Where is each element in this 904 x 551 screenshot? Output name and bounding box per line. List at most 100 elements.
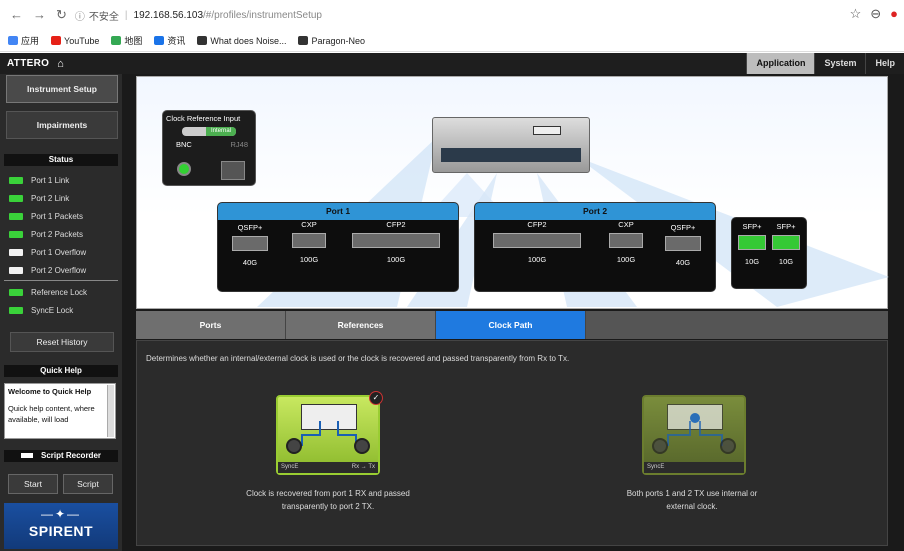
opera-icon[interactable]: ● <box>890 6 898 21</box>
port-connector-icon <box>720 438 736 454</box>
app-brand: ATTERO <box>7 58 50 69</box>
account-icon[interactable]: ⊖ <box>870 6 882 21</box>
security-label: 不安全 <box>88 11 119 23</box>
bnc-label: BNC <box>176 140 192 149</box>
status-item: SyncE Lock <box>4 301 118 319</box>
clock-path-content: Determines whether an internal/external … <box>136 340 888 546</box>
app-header: ATTERO ⌂ Application System Help <box>0 53 904 74</box>
info-icon[interactable]: ⓘ <box>74 11 85 23</box>
sidebar: Instrument Setup Impairments Status Port… <box>0 74 122 551</box>
bookmark-noise[interactable]: What does Noise... <box>197 36 286 46</box>
clock-source-toggle[interactable]: Internal <box>182 127 236 136</box>
bookmark-star-icon[interactable]: ☆ <box>849 6 862 21</box>
reload-icon[interactable]: ↻ <box>56 7 67 22</box>
page-icon <box>197 36 208 45</box>
option-internal-caption: Both ports 1 and 2 TX use internal or ex… <box>626 489 758 511</box>
config-tabs: Ports References Clock Path <box>136 311 888 339</box>
bookmarks-bar: 应用 YouTube 地图 资讯 What does Noise... Para… <box>0 30 904 52</box>
status-list: Port 1 Link Port 2 Link Port 1 Packets P… <box>4 171 118 319</box>
bookmark-news[interactable]: 资讯 <box>154 34 185 47</box>
clock-reference-title: Clock Reference Input <box>166 114 241 123</box>
tab-ports[interactable]: Ports <box>136 311 286 339</box>
status-led-icon <box>9 194 23 202</box>
tab-clock-path[interactable]: Clock Path <box>436 311 586 339</box>
url-host: 192.168.56.103 <box>133 9 204 21</box>
script-button[interactable]: Script <box>63 474 113 494</box>
status-led-icon <box>9 176 23 184</box>
port-connector-icon <box>652 438 668 454</box>
port2-slot-qsfp[interactable]: QSFP+40G <box>665 223 701 267</box>
home-icon[interactable]: ⌂ <box>57 57 64 70</box>
address-bar[interactable]: ⓘ 不安全 | 192.168.56.103 /#/profiles/instr… <box>74 9 322 23</box>
port1-slot-qsfp[interactable]: QSFP+40G <box>232 223 268 267</box>
rj48-label: RJ48 <box>230 140 248 149</box>
forward-icon[interactable]: → <box>33 7 46 22</box>
recorder-icon <box>20 453 33 459</box>
spirent-star-icon: —✦— <box>40 507 82 521</box>
status-heading: Status <box>4 154 118 166</box>
spirent-logo: —✦— SPIRENT <box>4 503 118 549</box>
sfp-slot-1[interactable]: SFP+10G <box>738 222 766 266</box>
port-connector-icon <box>286 438 302 454</box>
clock-path-description: Determines whether an internal/external … <box>146 354 570 363</box>
quick-help-scrollbar[interactable] <box>107 385 114 437</box>
status-item: Port 2 Packets <box>4 225 118 243</box>
news-icon <box>154 36 165 45</box>
start-button[interactable]: Start <box>8 474 58 494</box>
tab-system[interactable]: System <box>814 53 865 74</box>
status-item: Reference Lock <box>4 283 118 301</box>
status-led-icon <box>9 266 23 274</box>
instrument-diagram: Clock Reference Input Internal BNC RJ48 P… <box>136 76 889 309</box>
sfp-panel: SFP+10G SFP+10G <box>731 217 807 289</box>
back-icon[interactable]: ← <box>10 7 23 22</box>
bookmark-paragon[interactable]: Paragon-Neo <box>298 36 365 46</box>
rj48-connector-icon[interactable] <box>221 161 245 180</box>
bookmark-maps[interactable]: 地图 <box>111 34 142 47</box>
impairments-button[interactable]: Impairments <box>6 111 118 139</box>
tab-application[interactable]: Application <box>746 53 815 74</box>
bookmark-youtube[interactable]: YouTube <box>51 36 99 46</box>
status-item: Port 1 Link <box>4 171 118 189</box>
instrument-chassis-icon <box>432 117 590 173</box>
main-panel: Clock Reference Input Internal BNC RJ48 P… <box>122 74 904 551</box>
port1-title: Port 1 <box>218 203 458 220</box>
bookmark-apps[interactable]: 应用 <box>8 34 39 47</box>
port2-title: Port 2 <box>475 203 715 220</box>
status-item: Port 1 Overflow <box>4 243 118 261</box>
tab-help[interactable]: Help <box>865 53 904 74</box>
selected-check-icon: ✓ <box>369 391 383 405</box>
device-icon <box>301 404 357 430</box>
port-connector-icon <box>354 438 370 454</box>
quick-help-panel: Welcome to Quick Help Quick help content… <box>4 383 116 439</box>
status-led-icon <box>9 212 23 220</box>
clock-reference-panel: Clock Reference Input Internal BNC RJ48 <box>162 110 256 186</box>
clock-path-option-internal[interactable]: SyncE <box>642 395 746 475</box>
reset-history-button[interactable]: Reset History <box>10 332 114 352</box>
status-item: Port 1 Packets <box>4 207 118 225</box>
status-led-icon <box>9 306 23 314</box>
instrument-setup-button[interactable]: Instrument Setup <box>6 75 118 103</box>
youtube-icon <box>51 36 62 45</box>
url-path: /#/profiles/instrumentSetup <box>203 9 322 21</box>
tab-references[interactable]: References <box>286 311 436 339</box>
status-item: Port 2 Link <box>4 189 118 207</box>
status-led-icon <box>9 230 23 238</box>
bnc-connector-icon[interactable] <box>177 162 191 176</box>
status-led-icon <box>9 248 23 256</box>
status-led-icon <box>9 288 23 296</box>
sfp-slot-2[interactable]: SFP+10G <box>772 222 800 266</box>
maps-icon <box>111 36 122 45</box>
option-recovered-caption: Clock is recovered from port 1 RX and pa… <box>246 489 410 511</box>
status-item: Port 2 Overflow <box>4 261 118 279</box>
apps-icon <box>8 36 18 45</box>
quick-help-heading: Quick Help <box>4 365 118 377</box>
page-icon <box>298 36 309 45</box>
browser-toolbar: ← → ↻ ⓘ 不安全 | 192.168.56.103 /#/profiles… <box>0 0 904 30</box>
